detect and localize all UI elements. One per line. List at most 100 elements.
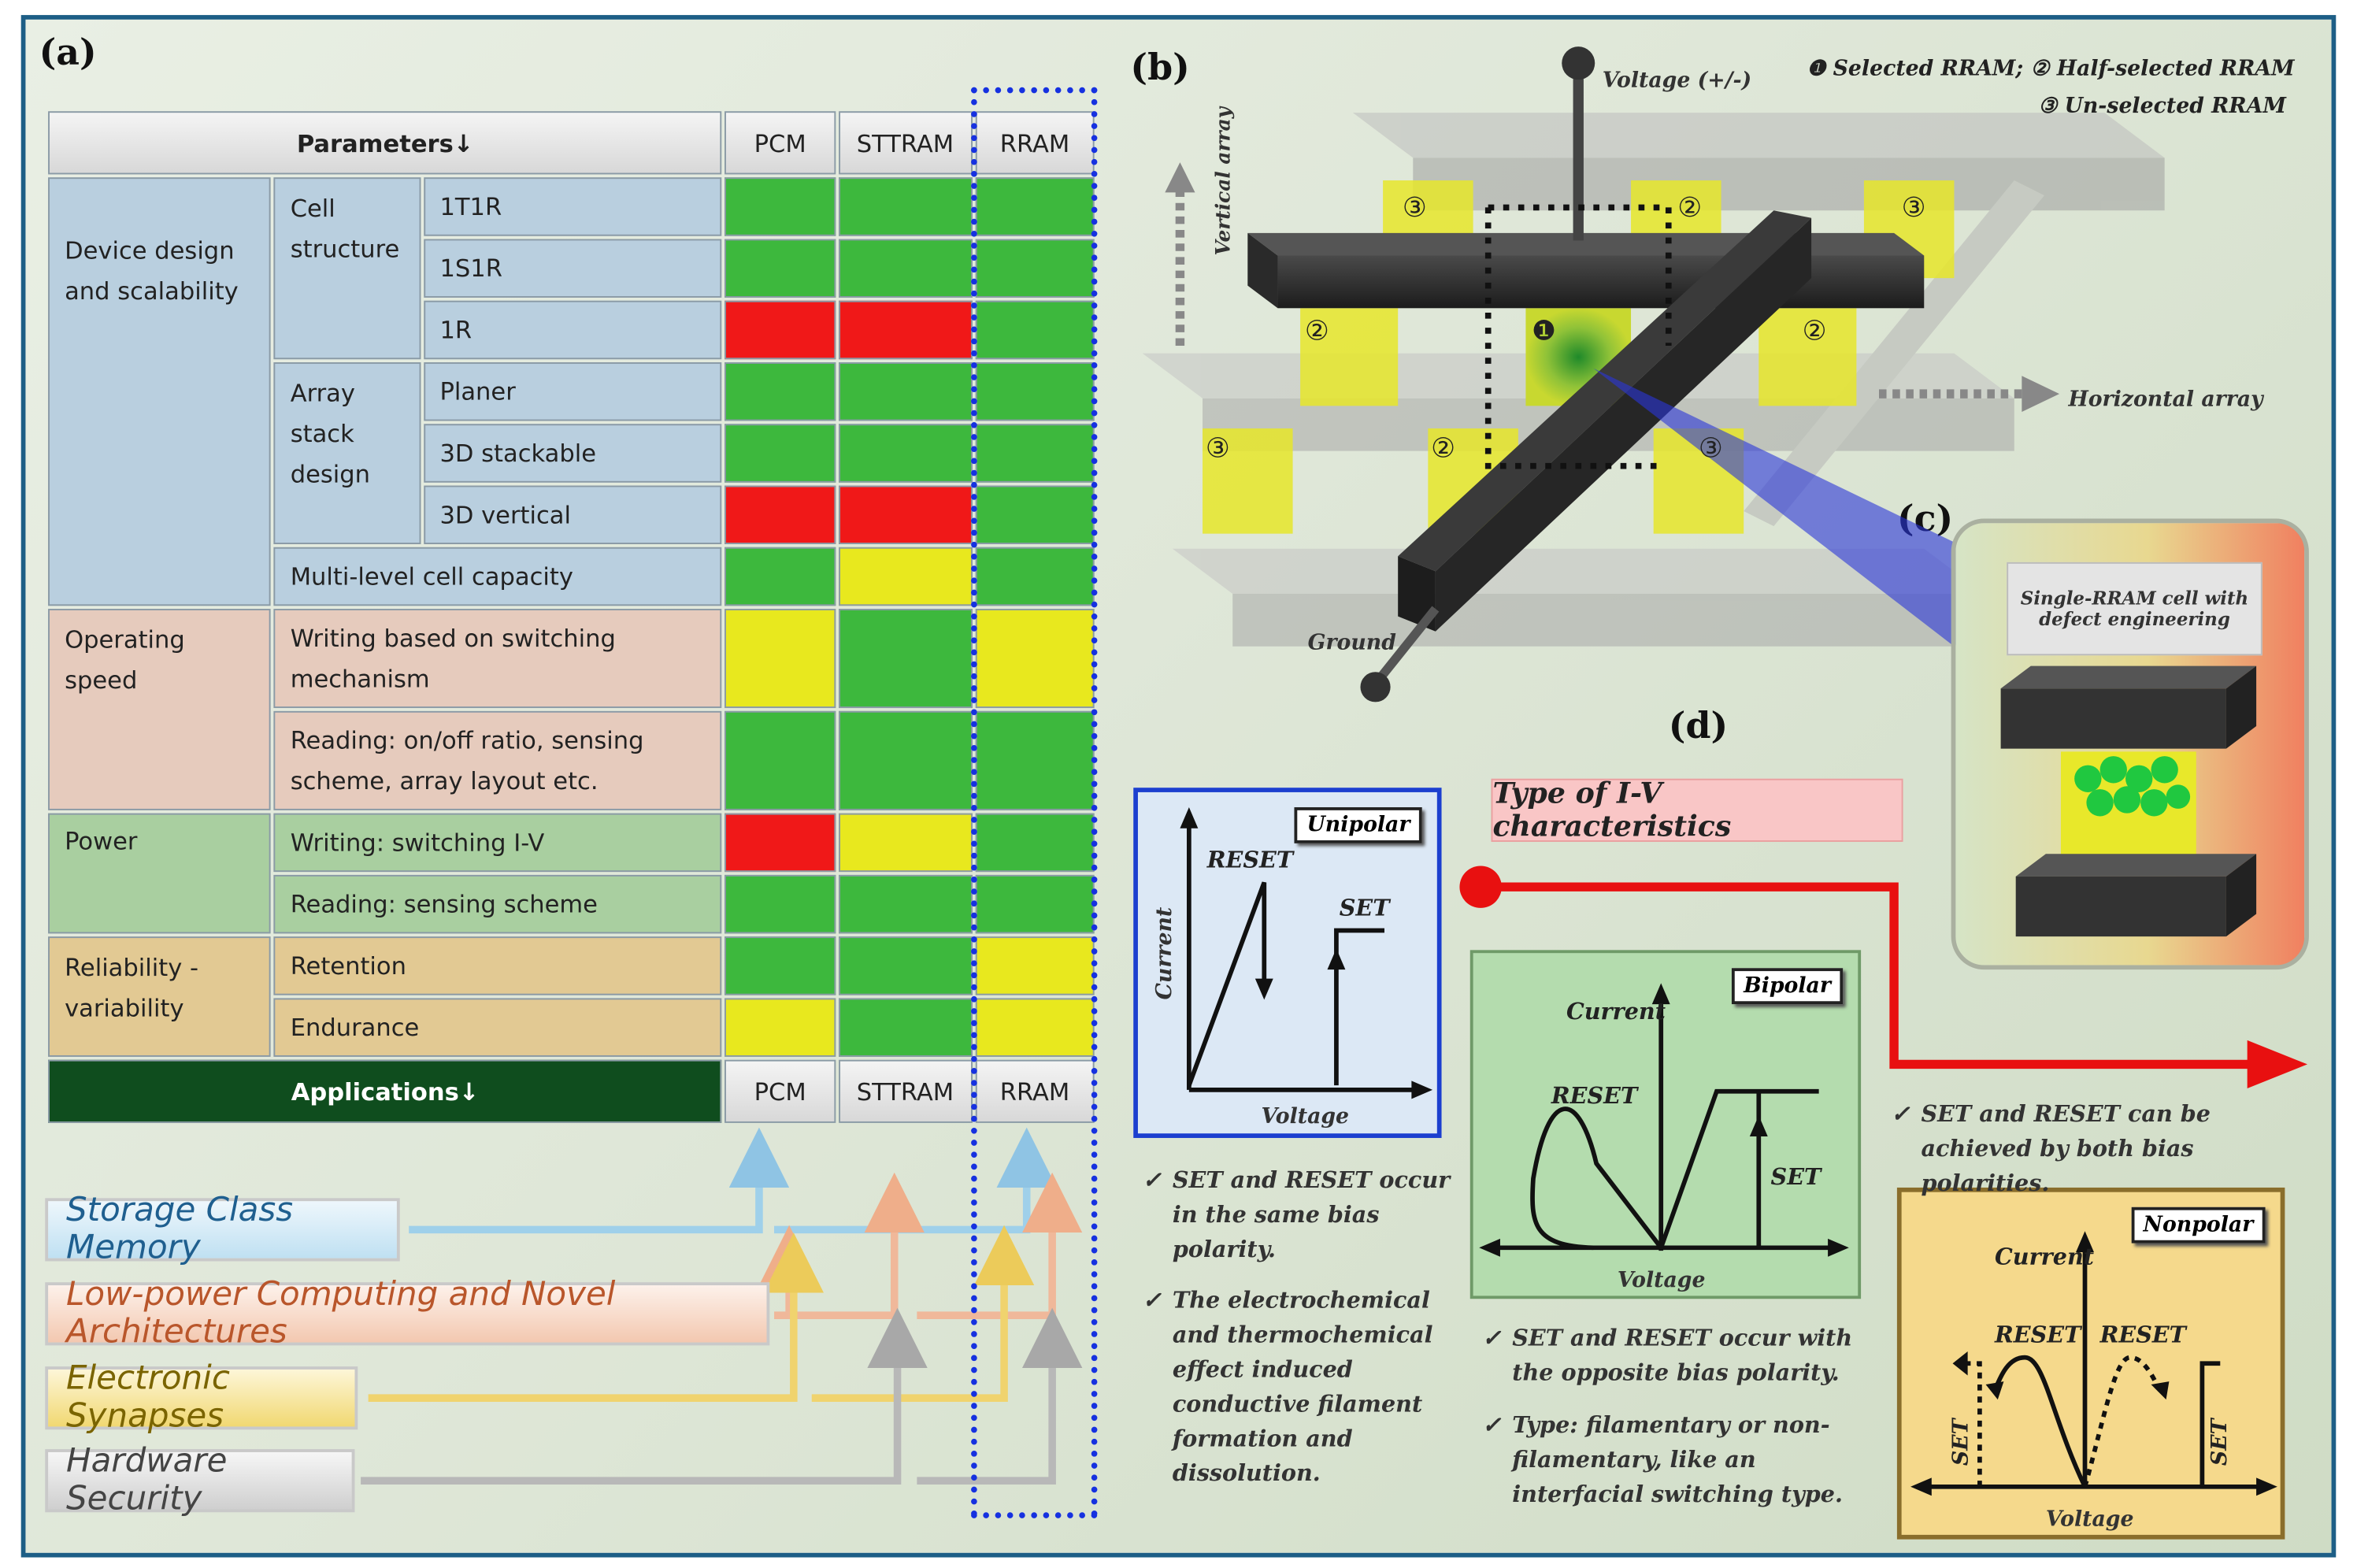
back-beam-top: [1352, 113, 2165, 158]
app-col-rram: RRAM: [975, 1059, 1095, 1123]
iv-arrow-line: [1481, 882, 2255, 1069]
unipolar-set-label: SET: [1340, 894, 1392, 921]
defect-dot: [2086, 789, 2114, 817]
unipolar-y-arrowhead: [1180, 807, 1199, 828]
bipolar-reset-label: RESET: [1551, 1082, 1640, 1109]
rating-cell: [725, 362, 836, 421]
connector-synapses-pcm: [368, 1233, 825, 1402]
marker-half-selected: ②: [1305, 315, 1329, 347]
marker-half-selected: ②: [1677, 192, 1702, 224]
param-row-label: Multi-level cell capacity: [273, 547, 723, 606]
back-diagonal-beam: [1744, 180, 2044, 527]
cell-legend-line2: ③ Un-selected RRAM: [2038, 94, 2287, 118]
ground-probe: [1372, 606, 1440, 688]
app-col-pcm: PCM: [725, 1059, 836, 1123]
connector-storage: [409, 1127, 790, 1234]
connector-synapses-rram: [811, 1225, 1035, 1402]
nonpolar-tag: Nonpolar: [2131, 1207, 2266, 1244]
bipolar-panel: Bipolar Current RESET SET Voltage: [1469, 950, 1862, 1299]
rating-cell: [975, 177, 1095, 236]
panel-label-a: (a): [39, 30, 97, 74]
nonpolar-reset-label-pos: RESET: [2099, 1321, 2188, 1348]
group-operating-speed: Operating speed: [48, 609, 271, 810]
ground-label: Ground: [1308, 631, 1397, 655]
marker-unselected: ③: [1403, 192, 1427, 224]
bottom-electrode-top: [1398, 210, 1812, 572]
param-row-label: Endurance: [273, 998, 723, 1057]
cell-bottom-electrode: [2015, 876, 2226, 937]
unipolar-voltage-label: Voltage: [1261, 1104, 1349, 1129]
vertical-array-label: Vertical array: [1211, 106, 1234, 255]
marker-selected: ❶: [1532, 315, 1556, 347]
unipolar-panel: Unipolar RESET SET Voltage Current: [1133, 788, 1442, 1138]
vertical-arrow-head: [1165, 162, 1195, 193]
connector-lowpower-pcm: [758, 1225, 820, 1319]
rram-cell: [1300, 308, 1399, 406]
unipolar-iv-plot: RESET SET Voltage Current: [1152, 807, 1433, 1129]
bipolar-note-2-text: Type: filamentary or non-filamentary, li…: [1512, 1411, 1843, 1508]
unipolar-set-arrowhead: [1327, 948, 1346, 970]
rating-cell: [975, 936, 1095, 995]
panel-label-d: (d): [1668, 703, 1729, 747]
rating-cell: [725, 813, 836, 873]
rating-cell: [725, 936, 836, 995]
defect-dot: [2125, 765, 2153, 792]
nonpolar-set-pos: [2199, 1361, 2221, 1487]
bipolar-reset-curve: [1530, 1106, 1663, 1251]
param-row-label: Planer: [423, 362, 723, 421]
top-electrode-side: [1247, 232, 1278, 309]
app-hardware-security: Hardware Security: [45, 1443, 355, 1518]
param-row-label: Writing based on switching mechanism: [273, 609, 723, 709]
param-row-label: Writing: switching I-V: [273, 813, 723, 873]
single-cell-drawing: [2000, 665, 2257, 937]
unipolar-note-2: ✓The electrochemical and thermochemical …: [1142, 1286, 1433, 1487]
marker-half-selected: ②: [1431, 432, 1455, 464]
crossbar-array-diagram: Voltage (+/-) Ground Vertical array Hori…: [1142, 46, 2296, 702]
zoom-cone: [1593, 368, 2014, 647]
bipolar-set-curve-top: [1658, 1088, 1819, 1249]
nonpolar-iv-plot: Current RESET RESET SET SET Voltage: [1910, 1231, 2277, 1531]
unipolar-x-arrowhead: [1411, 1081, 1433, 1099]
defect-dot: [2113, 786, 2141, 814]
bipolar-note-1: ✓SET and RESET occur with the opposite b…: [1482, 1324, 1853, 1386]
cell-top-electrode-side: [2225, 665, 2257, 749]
rating-cell: [975, 300, 1095, 360]
back-beam-front: [1413, 158, 2165, 211]
nonpolar-voltage-label: Voltage: [2046, 1507, 2134, 1531]
low-beam-top: [1172, 548, 1985, 594]
nonpolar-reset-label-neg: RESET: [1994, 1321, 2083, 1348]
rating-cell: [725, 239, 836, 298]
parameters-header: Parameters↓: [48, 111, 723, 175]
marker-unselected: ③: [1699, 432, 1723, 464]
unipolar-note-2-text: The electrochemical and thermochemical e…: [1172, 1286, 1433, 1487]
bipolar-y-arrowhead: [1651, 983, 1670, 1005]
param-row-label: Retention: [273, 936, 723, 995]
bipolar-voltage-label: Voltage: [1618, 1268, 1706, 1292]
param-row-label: 1S1R: [423, 239, 723, 298]
current-path: [1484, 204, 1672, 469]
nonpolar-reset-neg-arrowhead: [1985, 1381, 2004, 1400]
group-reliability: Reliability - variability: [48, 936, 271, 1057]
rating-cell: [725, 177, 836, 236]
top-electrode-bar: [1277, 255, 1925, 309]
horizontal-arrow-head: [2022, 376, 2060, 413]
nonpolar-x-arrowhead: [2256, 1477, 2277, 1496]
cell-top-electrode: [2000, 688, 2226, 749]
bipolar-set-label: SET: [1771, 1163, 1823, 1190]
param-row-label: 1T1R: [423, 177, 723, 236]
rating-cell: [725, 874, 836, 934]
rating-cell: [975, 239, 1095, 298]
unipolar-set-curve: [1334, 928, 1385, 1086]
nonpolar-reset-pos-arrowhead: [2151, 1381, 2170, 1400]
nonpolar-current-label: Current: [1995, 1243, 2094, 1270]
unipolar-current-label: Current: [1152, 906, 1177, 999]
marker-unselected: ③: [1902, 192, 1926, 224]
rating-cell: [975, 710, 1095, 810]
unipolar-tag: Unipolar: [1295, 807, 1422, 843]
param-row-label: 1R: [423, 300, 723, 360]
rating-cell: [838, 424, 973, 483]
voltage-probe-tip: [1562, 46, 1595, 80]
param-row-label: Reading: on/off ratio, sensing scheme, a…: [273, 710, 723, 810]
app-electronic-synapses: Electronic Synapses: [45, 1360, 358, 1436]
bipolar-set-arrowhead: [1749, 1115, 1768, 1137]
